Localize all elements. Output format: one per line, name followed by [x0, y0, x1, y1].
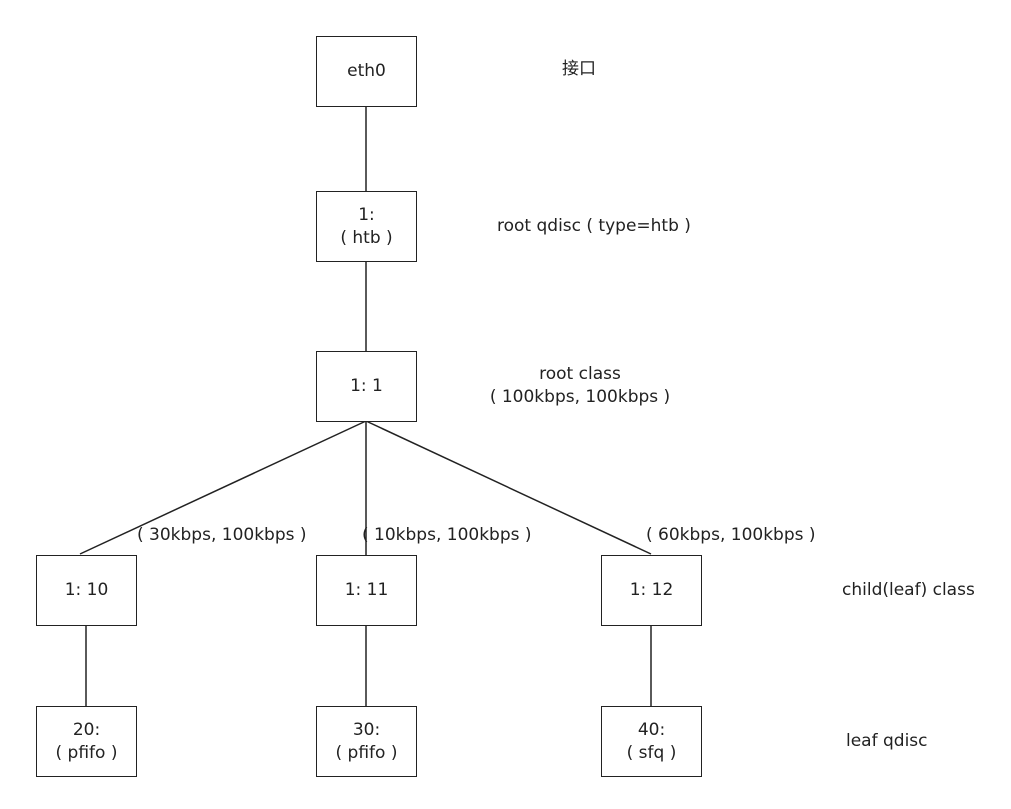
- label-root-class-title: root class: [539, 364, 621, 384]
- node-qdisc-20-type: ( pfifo ): [55, 742, 118, 763]
- node-class-12-id: 1: 12: [629, 580, 674, 600]
- label-edge-class-10: ( 30kbps, 100kbps ): [137, 525, 307, 545]
- node-class-11-id: 1: 11: [344, 580, 389, 600]
- label-interface: 接口: [562, 59, 596, 79]
- node-root-class: 1: 1: [316, 351, 417, 422]
- node-qdisc-30: 30: ( pfifo ): [316, 706, 417, 777]
- edge-root-class-class-10: [79, 420, 367, 555]
- node-eth0: eth0: [316, 36, 417, 107]
- label-edge-class-12: ( 60kbps, 100kbps ): [646, 525, 816, 545]
- node-root-qdisc: 1: ( htb ): [316, 191, 417, 262]
- node-eth0-label: eth0: [347, 61, 386, 81]
- node-qdisc-30-type: ( pfifo ): [335, 742, 398, 763]
- label-child-class: child(leaf) class: [842, 580, 975, 600]
- node-root-class-id: 1: 1: [350, 376, 383, 396]
- node-qdisc-20: 20: ( pfifo ): [36, 706, 137, 777]
- node-qdisc-30-handle: 30:: [352, 719, 381, 740]
- node-class-10: 1: 10: [36, 555, 137, 626]
- node-class-11: 1: 11: [316, 555, 417, 626]
- node-class-10-id: 1: 10: [64, 580, 109, 600]
- node-root-qdisc-type: ( htb ): [340, 227, 393, 248]
- label-root-class: root class ( 100kbps, 100kbps ): [480, 363, 680, 409]
- node-root-qdisc-handle: 1:: [358, 204, 375, 225]
- node-qdisc-20-handle: 20:: [72, 719, 101, 740]
- node-class-12: 1: 12: [601, 555, 702, 626]
- label-root-class-rate: ( 100kbps, 100kbps ): [489, 387, 671, 407]
- label-edge-class-11: ( 10kbps, 100kbps ): [362, 525, 532, 545]
- node-qdisc-40-handle: 40:: [637, 719, 666, 740]
- label-leaf-qdisc: leaf qdisc: [846, 731, 928, 751]
- edge-root-class-class-12: [365, 420, 652, 555]
- node-qdisc-40-type: ( sfq ): [626, 742, 677, 763]
- label-root-qdisc: root qdisc ( type=htb ): [497, 216, 691, 236]
- node-qdisc-40: 40: ( sfq ): [601, 706, 702, 777]
